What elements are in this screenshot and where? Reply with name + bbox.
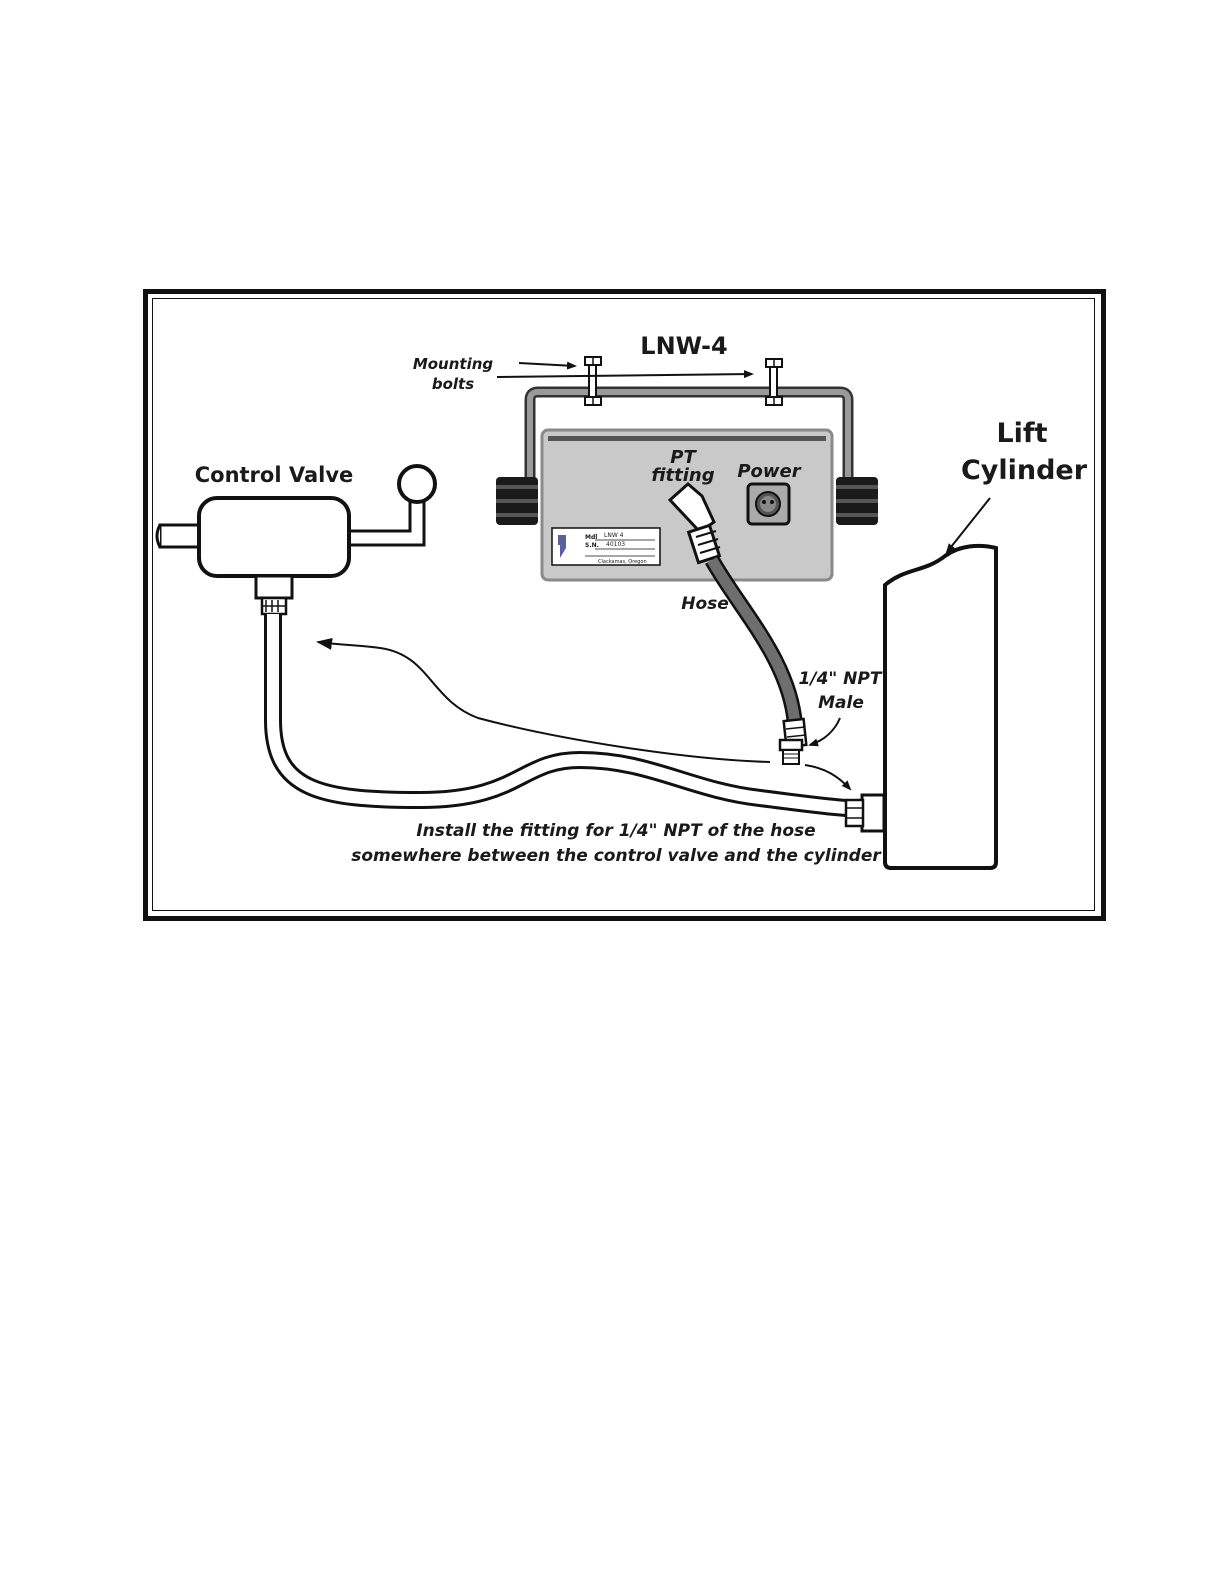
arrow-to-cylinder-fitting xyxy=(805,765,850,789)
arrow-npt-male xyxy=(810,718,840,745)
label-install-line2: somewhere between the control valve and … xyxy=(351,846,882,866)
arrow-install-location xyxy=(318,642,770,762)
label-install-line1: Install the fitting for 1/4" NPT of the … xyxy=(416,821,815,841)
lift-cylinder xyxy=(846,546,996,868)
valve-body xyxy=(199,498,349,576)
label-fitting: fitting xyxy=(651,465,714,486)
mounting-bolt-left xyxy=(585,357,601,405)
label-lift: Lift xyxy=(996,418,1047,449)
nameplate-sn-value: 40103 xyxy=(606,541,625,548)
nameplate: Mdl LNW 4 S.N. 40103 Clackamas, Oregon xyxy=(552,528,660,565)
nameplate-location: Clackamas, Oregon xyxy=(598,559,647,565)
valve-inlet-pipe xyxy=(160,525,202,547)
label-npt: 1/4" NPT xyxy=(799,669,883,689)
label-cylinder: Cylinder xyxy=(961,455,1088,486)
left-knob xyxy=(496,477,538,525)
arrow-mounting-right xyxy=(497,374,752,377)
power-connector xyxy=(748,484,789,524)
pt-hose xyxy=(712,560,806,764)
mounting-bolt-right xyxy=(766,359,782,405)
label-bolts: bolts xyxy=(432,375,474,393)
label-hose: Hose xyxy=(681,594,729,614)
nameplate-sn-label: S.N. xyxy=(585,542,599,549)
arrow-lift-cylinder xyxy=(947,498,990,552)
valve-gauge-knob xyxy=(399,466,435,502)
label-control-valve: Control Valve xyxy=(195,463,354,487)
arrow-mounting-left xyxy=(519,363,575,366)
control-valve xyxy=(157,466,435,614)
label-power: Power xyxy=(737,461,801,482)
label-mounting: Mounting xyxy=(413,355,494,373)
cylinder-body xyxy=(885,546,996,868)
label-male: Male xyxy=(818,693,864,713)
model-title: LNW-4 xyxy=(640,332,727,360)
right-knob xyxy=(836,477,878,525)
nameplate-mdl-value: LNW 4 xyxy=(604,532,624,539)
